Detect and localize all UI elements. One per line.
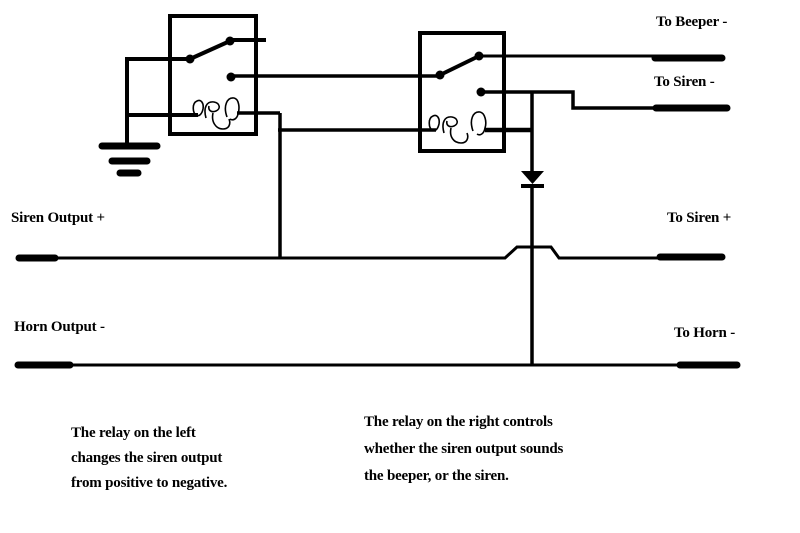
note-left-line-1: The relay on the left — [71, 425, 196, 441]
ground-symbol — [98, 57, 161, 177]
note-left-line-2: changes the siren output — [71, 450, 223, 466]
diode-branch — [521, 92, 544, 365]
left-relay — [127, 14, 440, 136]
coil-feed-wires — [278, 113, 436, 258]
label-horn-output-neg: Horn Output - — [14, 319, 105, 335]
label-to-siren-neg: To Siren - — [654, 74, 715, 90]
label-to-horn-neg: To Horn - — [674, 325, 735, 341]
note-left-line-3: from positive to negative. — [71, 475, 228, 491]
note-right-line-2: whether the siren output sounds — [364, 441, 564, 457]
note-right-line-1: The relay on the right controls — [364, 414, 553, 430]
note-right-line-3: the beeper, or the siren. — [364, 468, 509, 484]
label-to-beeper: To Beeper - — [656, 14, 728, 30]
left-relay-switch-arm — [189, 39, 231, 61]
right-relay-switch-arm — [439, 54, 480, 77]
label-to-siren-pos: To Siren + — [667, 210, 732, 226]
diode-icon — [521, 171, 544, 184]
right-relay-coil-icon — [428, 111, 487, 144]
beeper-wire — [479, 54, 726, 62]
siren-neg-wire — [481, 90, 731, 112]
siren-output-line — [15, 245, 726, 262]
note-right-relay: The relay on the right controls whether … — [364, 409, 563, 490]
label-siren-output-pos: Siren Output + — [11, 210, 105, 226]
note-left-relay: The relay on the left changes the siren … — [71, 421, 227, 496]
siren-output-wire — [17, 245, 723, 260]
to-siren-neg-path — [481, 90, 656, 110]
left-relay-coil-icon — [192, 97, 240, 130]
left-relay-pivot-contact — [185, 54, 195, 64]
right-relay-pivot-contact — [435, 70, 445, 80]
